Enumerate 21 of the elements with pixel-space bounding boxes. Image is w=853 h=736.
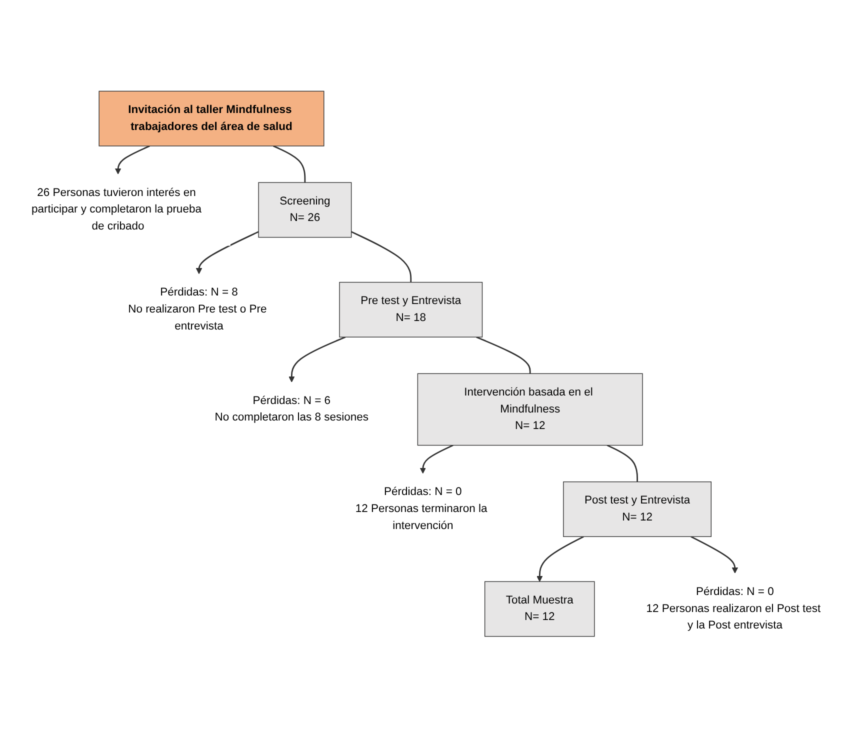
connector bbox=[351, 231, 412, 282]
node-box: Total Muestra N= 12 bbox=[484, 581, 595, 637]
node-text: Pérdidas: N = 0 12 Personas terminaron la intervención bbox=[355, 486, 488, 532]
node-text: 26 Personas tuvieron interés en participar y completaron la prueba de cribado bbox=[31, 186, 202, 232]
connector bbox=[272, 145, 306, 183]
arrow bbox=[288, 336, 346, 382]
node-text: Pérdidas: N = 8 No realizaron Pre test o Pre entrevista bbox=[128, 286, 267, 332]
node-text: Pérdidas: N = 6 No completaron las 8 sesiones bbox=[214, 394, 369, 424]
node-box: Pre test y Entrevista N= 18 bbox=[339, 282, 483, 338]
node-box: Intervención basada en el Mindfulness N= 12 bbox=[417, 373, 643, 446]
arrow bbox=[114, 145, 150, 174]
node-box: Screening N= 26 bbox=[258, 182, 352, 238]
arrow bbox=[420, 444, 454, 474]
node-box: Post test y Entrevista N= 12 bbox=[563, 481, 712, 537]
arrow bbox=[536, 536, 584, 582]
connector bbox=[476, 336, 531, 374]
node-text: Pérdidas: N = 0 12 Personas realizaron el Post test y la Post entrevista bbox=[646, 586, 821, 632]
connector bbox=[606, 444, 638, 482]
node-box: Invitación al taller Mindfulness trabajadores del área de salud bbox=[98, 90, 324, 146]
arrow bbox=[196, 231, 259, 274]
arrow bbox=[690, 536, 738, 574]
